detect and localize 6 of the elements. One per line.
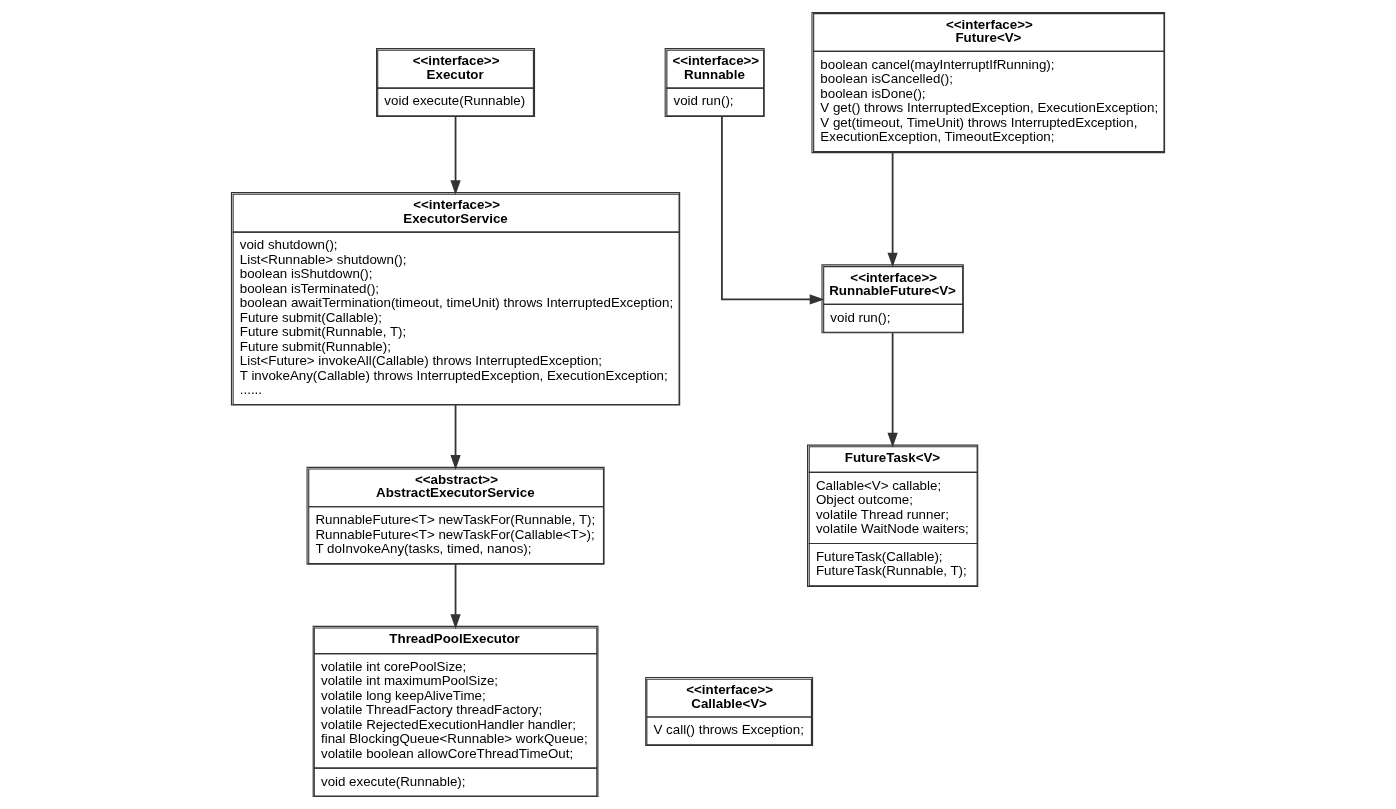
arrow [721,116,825,305]
arrow [450,404,461,470]
arrow [887,151,898,268]
arrow [450,563,461,629]
arrow [450,115,461,195]
arrow [887,332,898,448]
